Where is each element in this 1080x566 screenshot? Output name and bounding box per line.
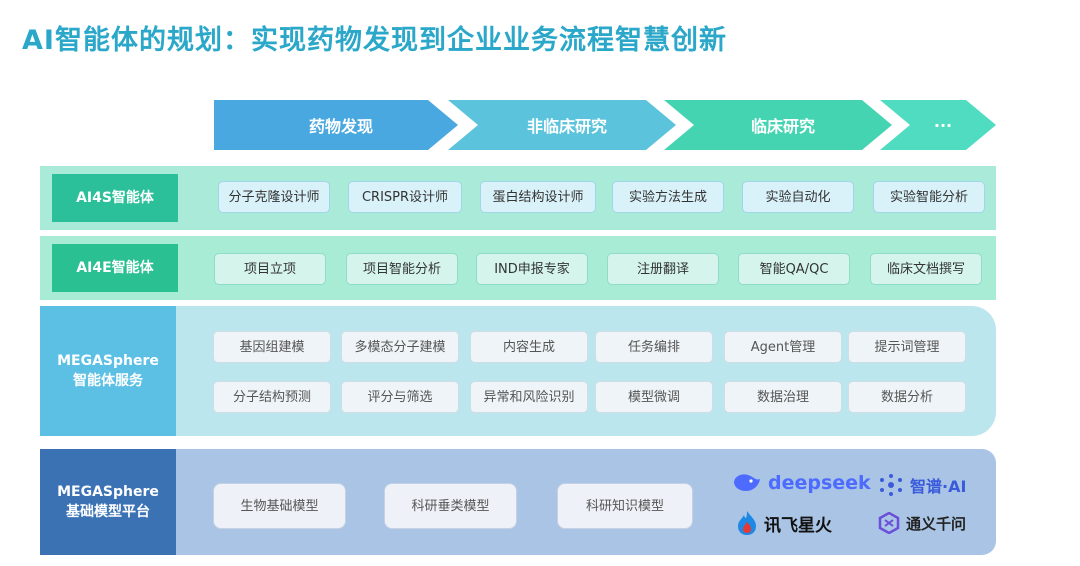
service-agent-management: Agent管理 xyxy=(724,331,842,363)
service-task-orchestration: 任务编排 xyxy=(595,331,713,363)
whale-icon xyxy=(734,474,760,491)
stage-label: 临床研究 xyxy=(750,117,815,136)
ai4e-label: AI4E智能体 xyxy=(52,244,178,292)
ai4s-layer: AI4S智能体 分子克隆设计师 CRISPR设计师 蛋白结构设计师 实验方法生成… xyxy=(40,166,996,230)
page-title: AI智能体的规划：实现药物发现到企业业务流程智慧创新 xyxy=(22,25,727,56)
stage-clinical: 临床研究 xyxy=(664,100,892,150)
ai4s-item-crispr: CRISPR设计师 xyxy=(348,181,462,213)
stage-label: ··· xyxy=(933,115,953,135)
flame-icon xyxy=(738,511,756,535)
ai4e-layer: AI4E智能体 项目立项 项目智能分析 IND申报专家 注册翻译 智能QA/QC… xyxy=(40,236,996,300)
ai4e-item-project-analysis: 项目智能分析 xyxy=(346,253,458,285)
ai4s-label: AI4S智能体 xyxy=(52,174,178,222)
service-content-generation: 内容生成 xyxy=(470,331,588,363)
ai4s-item-smart-analysis: 实验智能分析 xyxy=(873,181,985,213)
service-anomaly-risk: 异常和风险识别 xyxy=(470,381,588,413)
stage-more: ··· xyxy=(880,100,996,150)
platform-bio-model: 生物基础模型 xyxy=(213,483,346,529)
service-scoring-screening: 评分与筛选 xyxy=(341,381,459,413)
stage-label: 药物发现 xyxy=(308,117,373,136)
dots-icon xyxy=(880,474,902,496)
stage-nonclinical: 非临床研究 xyxy=(448,100,676,150)
hexagon-icon xyxy=(878,512,900,534)
platform-label: MEGASphere 基础模型平台 xyxy=(40,449,176,555)
service-data-governance: 数据治理 xyxy=(724,381,842,413)
service-genome-modeling: 基因组建模 xyxy=(213,331,331,363)
ai4s-item-automation: 实验自动化 xyxy=(742,181,854,213)
ai4e-item-ind-expert: IND申报专家 xyxy=(476,253,588,285)
service-prompt-management: 提示词管理 xyxy=(848,331,966,363)
ai4e-item-registration-translation: 注册翻译 xyxy=(607,253,719,285)
service-model-finetune: 模型微调 xyxy=(595,381,713,413)
ai4e-item-project-initiation: 项目立项 xyxy=(214,253,326,285)
stage-label: 非临床研究 xyxy=(526,117,607,136)
ai4s-item-molecular-cloning: 分子克隆设计师 xyxy=(218,181,330,213)
tongyi-logo: 通义千问 xyxy=(878,512,966,534)
xunfei-logo: 讯飞星火 xyxy=(736,510,832,536)
zhipu-logo: 智谱·AI xyxy=(878,473,966,497)
ai4e-item-qa-qc: 智能QA/QC xyxy=(738,253,850,285)
ai4e-item-clinical-docs: 临床文档撰写 xyxy=(870,253,982,285)
ai4s-item-protein-structure: 蛋白结构设计师 xyxy=(480,181,596,213)
stage-drug-discovery: 药物发现 xyxy=(214,100,458,150)
ai4s-item-method-generation: 实验方法生成 xyxy=(612,181,724,213)
services-label: MEGASphere 智能体服务 xyxy=(40,306,176,436)
deepseek-logo: deepseek xyxy=(732,471,871,495)
services-layer: MEGASphere 智能体服务 基因组建模 多模态分子建模 内容生成 任务编排… xyxy=(40,306,996,436)
platform-vertical-model: 科研垂类模型 xyxy=(384,483,517,529)
platform-knowledge-model: 科研知识模型 xyxy=(557,483,693,529)
service-data-analysis: 数据分析 xyxy=(848,381,966,413)
service-structure-prediction: 分子结构预测 xyxy=(213,381,331,413)
service-multimodal-modeling: 多模态分子建模 xyxy=(341,331,459,363)
platform-layer: MEGASphere 基础模型平台 生物基础模型 科研垂类模型 科研知识模型 d… xyxy=(40,449,996,555)
